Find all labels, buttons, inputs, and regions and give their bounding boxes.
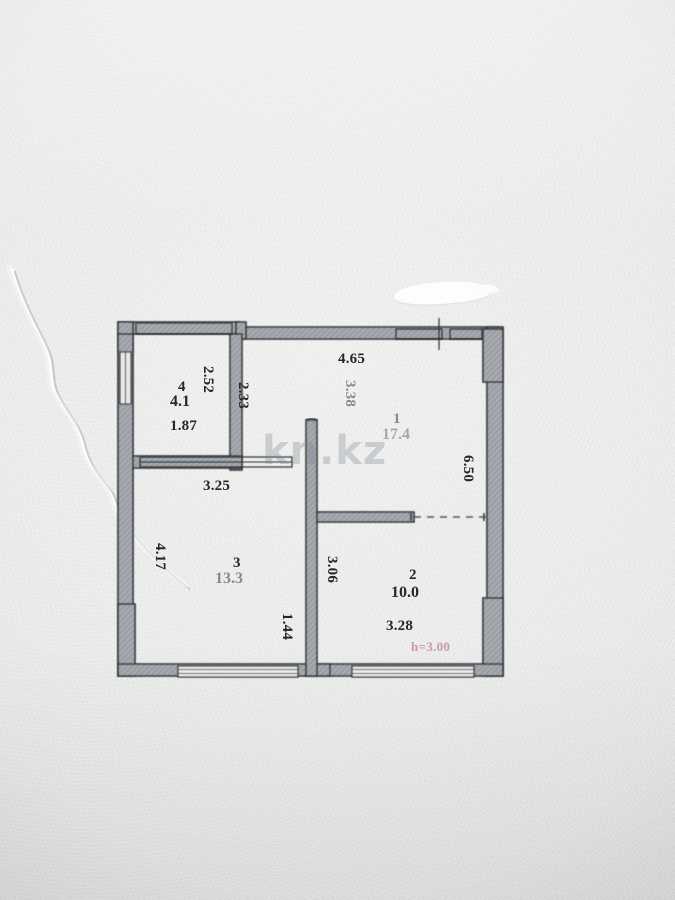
- dimension-room4-height-inner: 2.52: [200, 366, 216, 394]
- room-3-area: 13.3: [215, 570, 243, 587]
- room-4-number: 4: [178, 379, 186, 395]
- dimension-top-main: 4.65: [338, 351, 366, 367]
- dimension-room4-height-outer: 2.33: [235, 382, 251, 410]
- note-ceiling-height: h=3.00: [411, 639, 451, 654]
- dimension-room2-width: 3.28: [386, 618, 414, 634]
- room-2-area: 10.0: [391, 584, 419, 601]
- room-3-number: 3: [233, 555, 241, 571]
- dimension-room4-width: 1.87: [170, 418, 198, 434]
- dimension-right-total: 6.50: [460, 455, 476, 483]
- dimension-left-total: 4.17: [152, 543, 168, 571]
- dimension-corridor-width: 1.44: [279, 613, 295, 641]
- room-4-area: 4.1: [170, 393, 190, 410]
- room-1-area: 17.4: [382, 426, 410, 443]
- room-2-number: 2: [409, 567, 417, 583]
- dimension-room4-bottom: 3.25: [203, 478, 231, 494]
- dimension-room2-height: 3.06: [324, 556, 340, 584]
- room-1-number: 1: [393, 411, 401, 427]
- dimension-room1-height: 3.38: [342, 380, 358, 408]
